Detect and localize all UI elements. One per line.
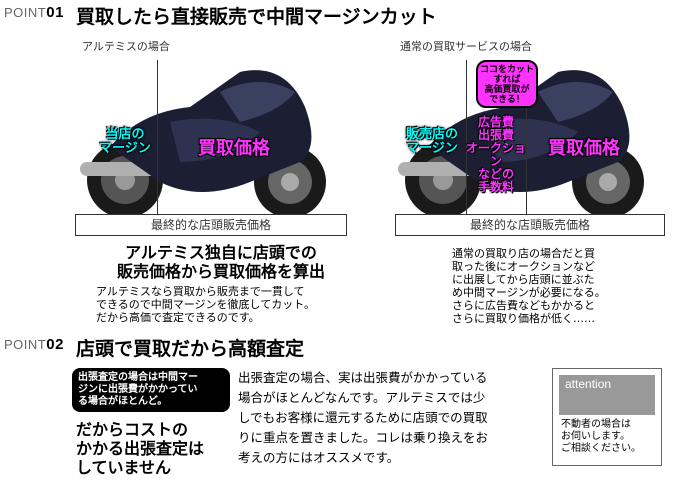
attention-body: 不動者の場合は お伺いします。 ご相談ください。: [561, 419, 641, 454]
right-price-box: 最終的な店頭販売価格: [395, 214, 665, 236]
left-margin-overlay: 当店の マージン: [99, 127, 151, 156]
no-travel-appraisal-heading: だからコストの かかる出張査定は していません: [76, 420, 205, 477]
right-fees-overlay: 広告費 出張費 オークション などの 手数料: [466, 115, 527, 194]
right-divider-1: [466, 60, 467, 220]
motorcycle-image-2: [398, 70, 644, 218]
point2-label-num: 02: [46, 336, 64, 353]
right-price-overlay: 買取価格: [548, 138, 620, 159]
right-margin-overlay: 販売店の マージン: [405, 127, 458, 156]
point2-label-prefix: POINT: [4, 337, 47, 352]
point1-label-num: 01: [46, 4, 64, 21]
right-divider-2: [526, 60, 527, 220]
attention-box: attention 不動者の場合は お伺いします。 ご相談ください。: [552, 368, 662, 466]
point1-label: POINT01: [4, 4, 64, 21]
attention-bar: attention: [559, 375, 655, 415]
point1-label-prefix: POINT: [4, 5, 47, 20]
left-price-overlay: 買取価格: [198, 138, 270, 159]
travel-cost-note: 出張査定の場合は中間マー ジンに出張費がかかってい る場合がほとんど。: [72, 368, 230, 412]
left-caption: アルテミスの場合: [82, 40, 170, 53]
right-bike-image: 販売店の マージン 広告費 出張費 オークション などの 手数料 買取価格: [388, 52, 653, 227]
left-divider: [157, 60, 158, 220]
right-caption: 通常の買取サービスの場合: [400, 40, 532, 53]
point2-body: 出張査定の場合、実は出張費がかかっている 場合がほとんどなんです。アルテミスでは…: [238, 370, 489, 465]
left-bike-image: 当店の マージン 買取価格: [70, 52, 335, 227]
attention-label: attention: [565, 377, 612, 391]
right-body: 通常の買取り店の場合だと買 取った後にオークションなど に出展してから店頭に並ぶ…: [452, 247, 606, 325]
cut-here-bubble: ココをカット すれば 高価買取が できる！: [476, 60, 538, 108]
left-price-box: 最終的な店頭販売価格: [75, 214, 347, 236]
left-body: アルテミスなら買取から販売まで一貫して できるので中間マージンを徹底してカット。…: [96, 285, 316, 324]
point1-title: 買取したら直接販売で中間マージンカット: [76, 6, 437, 28]
motorcycle-image: [80, 70, 326, 218]
point2-title: 店頭で買取だから高額査定: [76, 338, 305, 360]
point2-label: POINT02: [4, 336, 64, 353]
left-heading: アルテミス独自に店頭での 販売価格から買取価格を算出: [116, 243, 325, 281]
